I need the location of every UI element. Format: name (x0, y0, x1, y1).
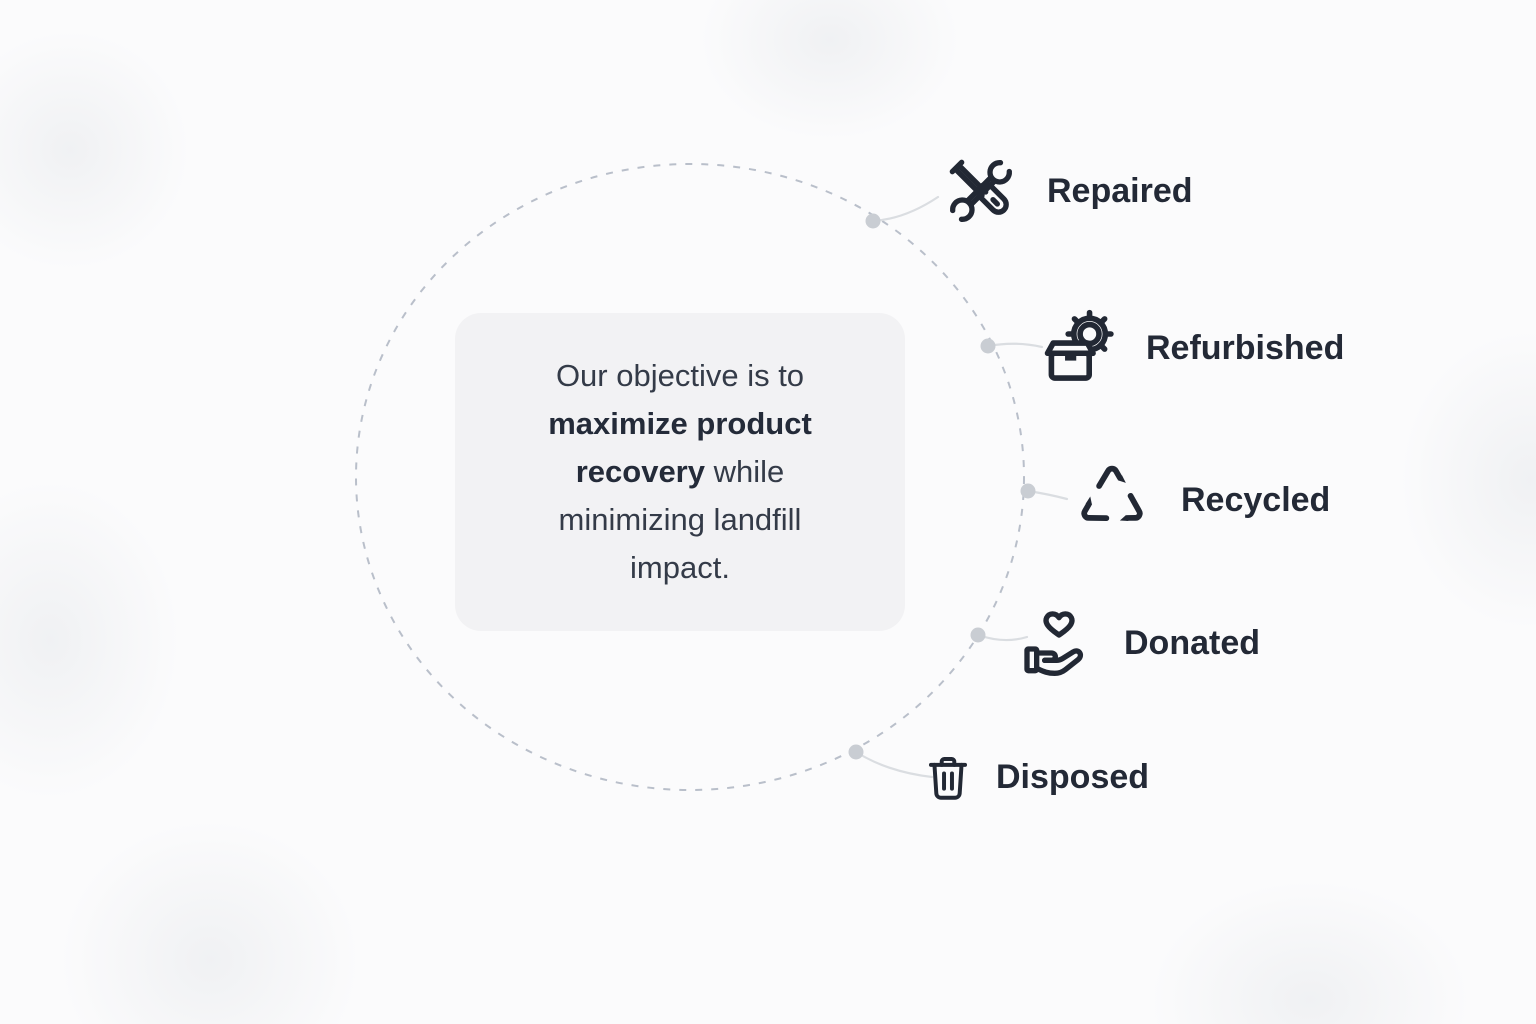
item-label-refurbished: Refurbished (1146, 328, 1345, 367)
list-item-refurbished: Refurbished (1036, 306, 1344, 390)
item-label-disposed: Disposed (996, 757, 1150, 796)
gear-box-icon (1044, 309, 1114, 381)
connector-dot-recycled (1020, 483, 1036, 499)
list-item-disposed: Disposed (920, 749, 1149, 805)
hand-holding-heart-icon (1024, 611, 1084, 676)
recycle-arrows-icon (1069, 465, 1155, 543)
trash-can-icon (928, 757, 968, 800)
connector-dot-donated (970, 627, 986, 643)
wrench-screwdriver-icon (949, 159, 1012, 222)
connector-line-disposed (854, 750, 934, 779)
connector-dot-repaired (865, 213, 881, 229)
list-item-repaired: Repaired (941, 151, 1193, 231)
objective-text-suffix: while minimizing landfill impact. (558, 454, 802, 585)
item-label-repaired: Repaired (1047, 171, 1193, 210)
list-item-recycled: Recycled (1069, 457, 1330, 543)
connector-dot-disposed (848, 744, 864, 760)
dashed-cycle-circle (355, 163, 1025, 791)
connector-line-repaired (871, 195, 940, 223)
objective-text: Our objective is to maximize product rec… (513, 352, 847, 592)
objective-card: Our objective is to maximize product rec… (455, 313, 905, 631)
list-item-donated: Donated (1018, 603, 1260, 683)
connector-dot-refurbished (980, 338, 996, 354)
connector-line-refurbished (986, 342, 1044, 349)
item-label-recycled: Recycled (1181, 480, 1331, 519)
item-label-donated: Donated (1124, 623, 1260, 662)
objective-text-bold: maximize product recovery (548, 406, 812, 489)
objective-text-prefix: Our objective is to (555, 358, 805, 393)
